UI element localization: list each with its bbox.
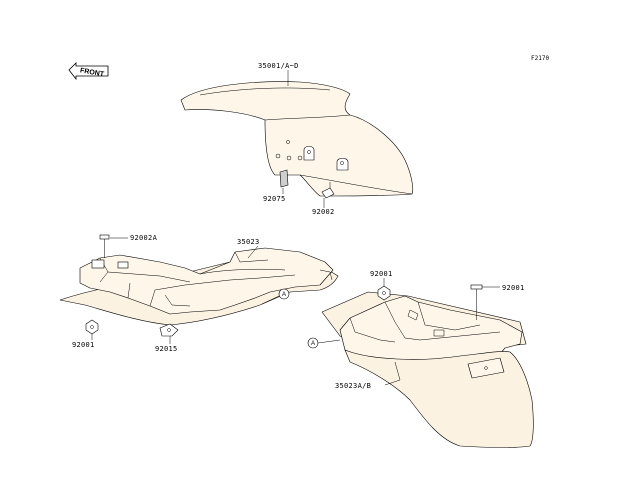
rear-fender (321, 291, 534, 448)
label-fender-bolt: 92002 (312, 208, 335, 216)
label-front-fender: 35001/A~D (258, 62, 299, 70)
label-inner-bolt: 92002A (130, 234, 158, 242)
front-arrow-icon: FRONT (68, 62, 109, 81)
fender-bolt-icon (321, 182, 335, 199)
inner-fender (59, 247, 339, 326)
inner-bolt-icon (99, 234, 110, 258)
front-arrow-label: FRONT (79, 67, 105, 78)
label-rear-fender: 35023A/B (335, 382, 371, 390)
clip-icon (159, 323, 179, 337)
ref-a2: A (311, 341, 315, 347)
label-nut-left: 92001 (72, 341, 95, 349)
label-clip: 92015 (155, 345, 178, 353)
label-bolt-right: 92001 (502, 284, 525, 292)
label-pad: 92075 (263, 195, 286, 203)
label-nut-right: 92001 (370, 270, 393, 278)
ref-circle-a1 (278, 288, 290, 300)
figure-code: F2170 (531, 55, 549, 62)
label-inner-fender: 35023 (237, 238, 260, 246)
nut-left-icon (85, 319, 99, 335)
rubber-pad (279, 169, 289, 188)
front-fender (180, 81, 414, 197)
ref-a1: A (282, 292, 286, 298)
